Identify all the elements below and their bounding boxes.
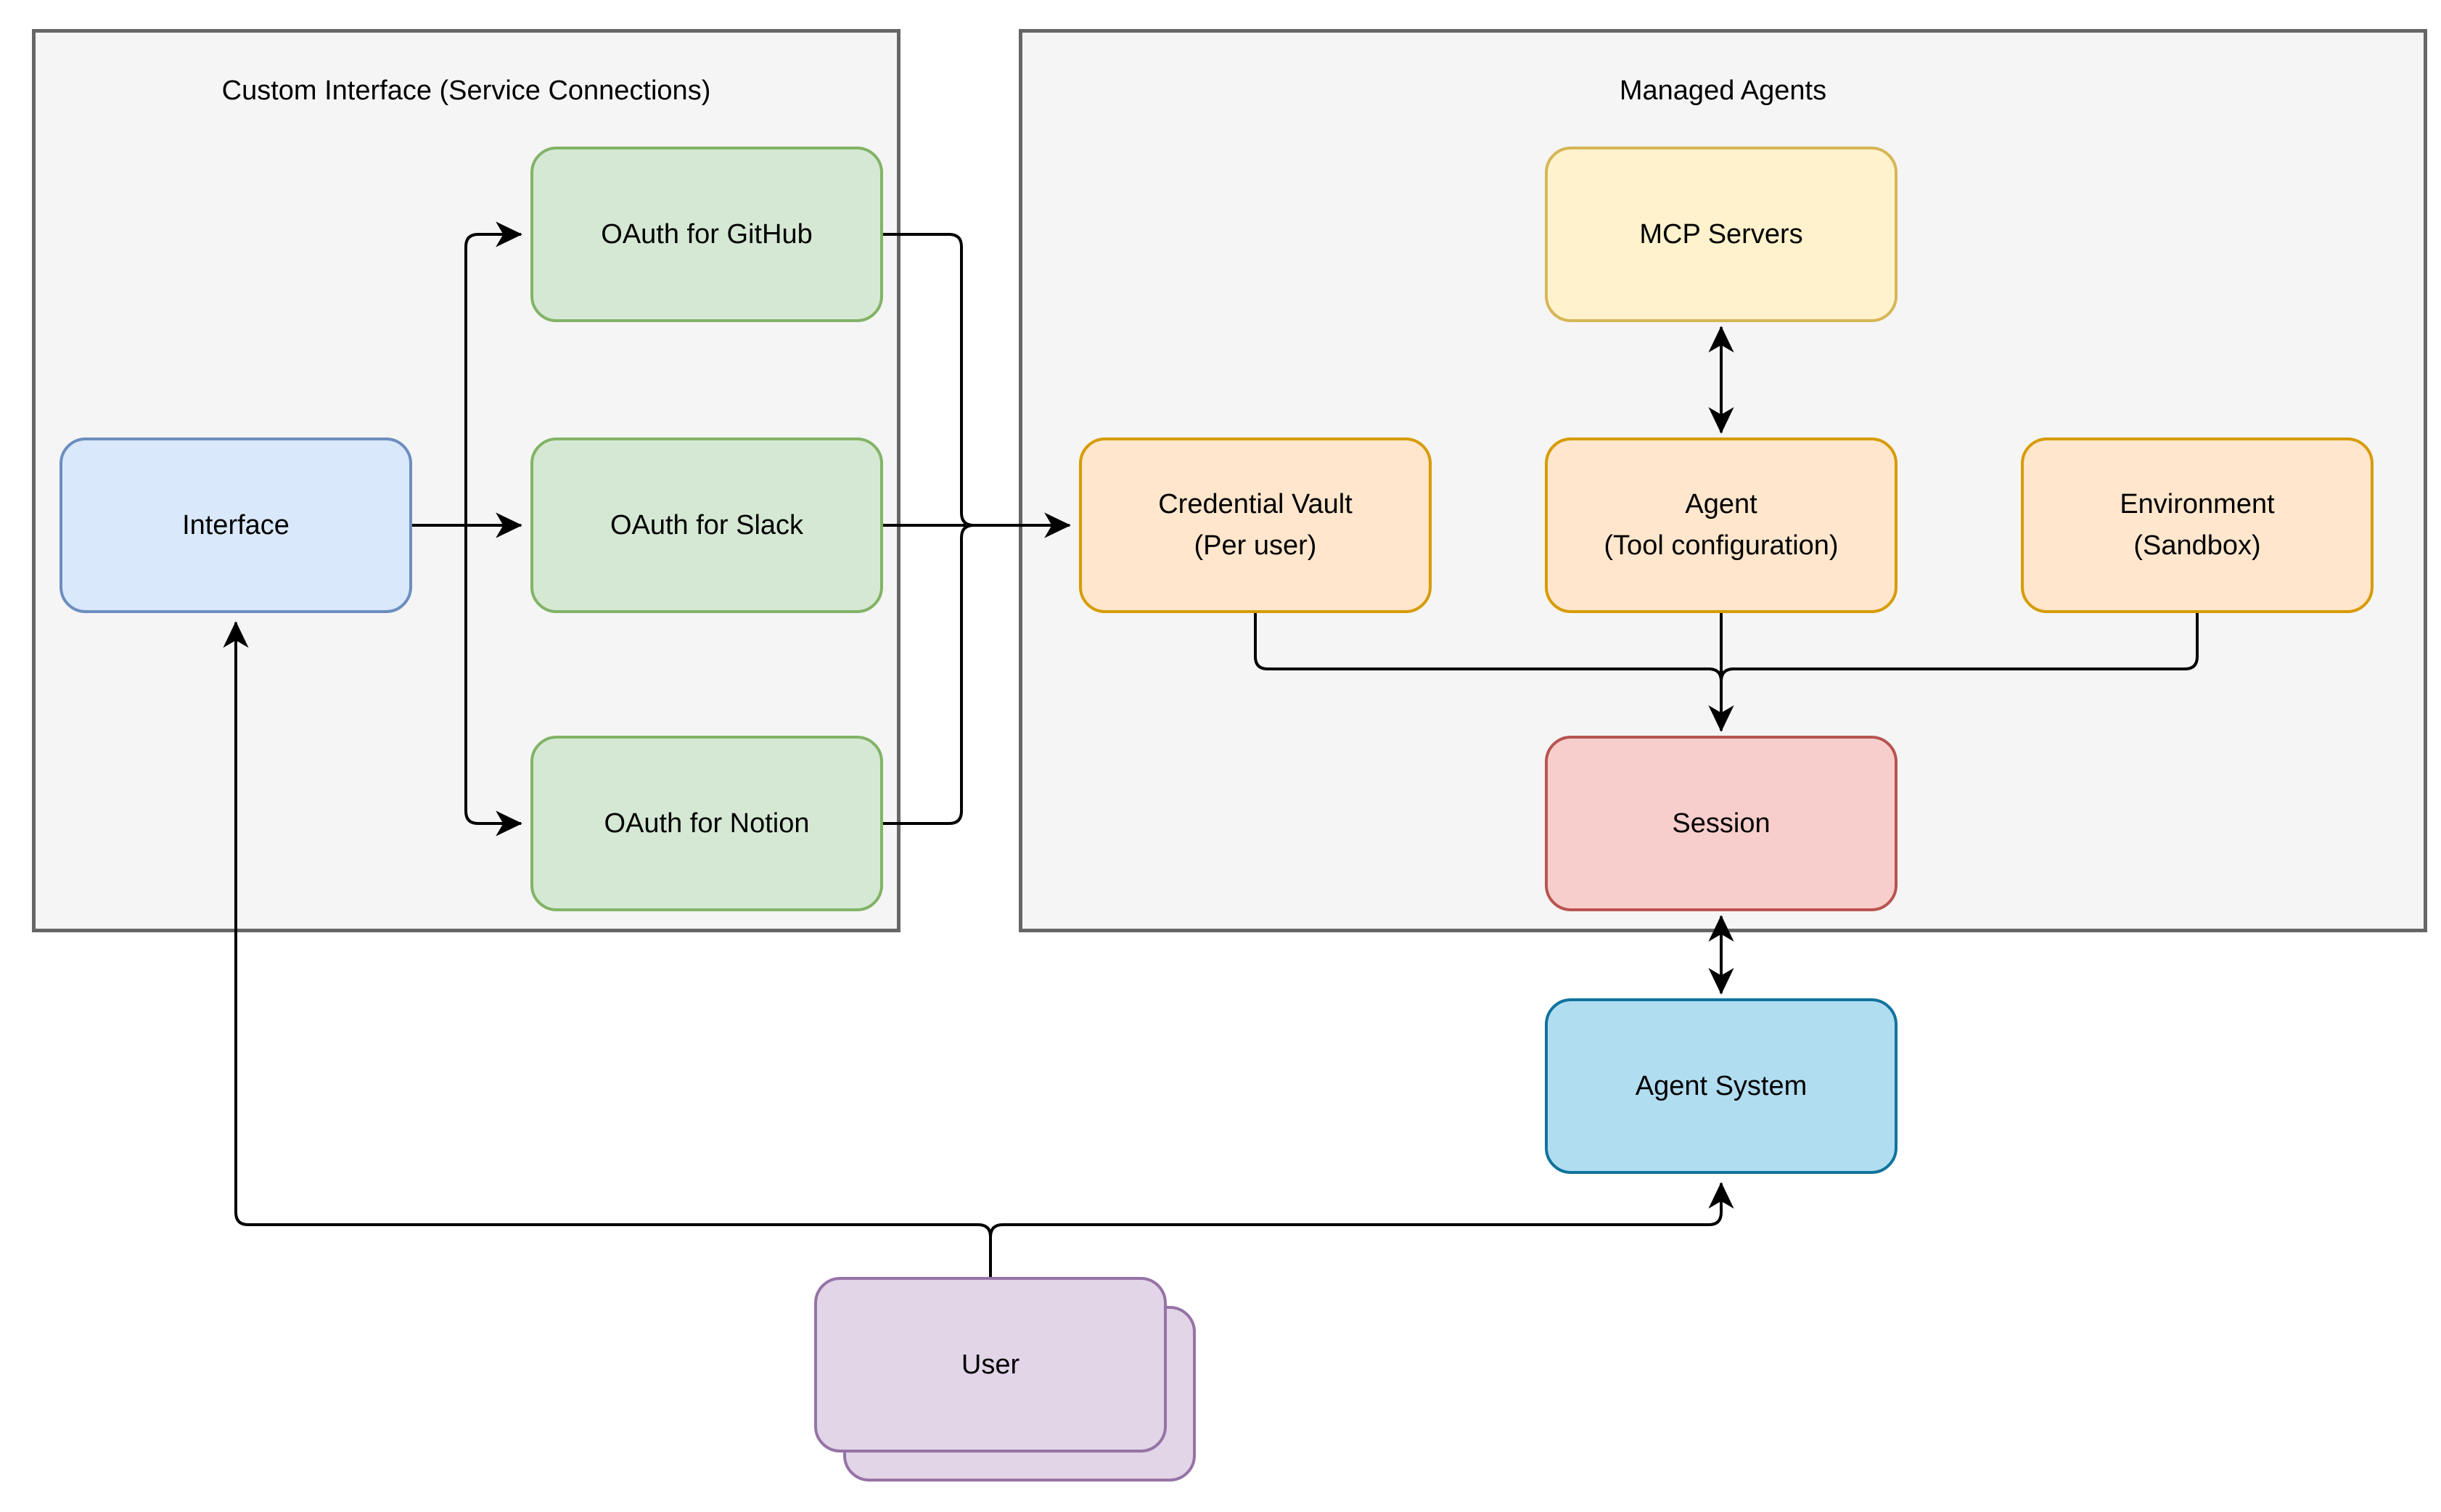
node-session-label: Session xyxy=(1672,808,1771,839)
node-oauth-slack-label: OAuth for Slack xyxy=(610,509,804,541)
node-oauth-notion-label: OAuth for Notion xyxy=(604,808,810,839)
node-oauth-notion: OAuth for Notion xyxy=(530,736,883,911)
node-agent: Agent (Tool configuration) xyxy=(1545,437,1898,613)
node-mcp-servers: MCP Servers xyxy=(1545,147,1898,322)
node-environment-label-line1: Environment xyxy=(2120,489,2275,519)
node-credential-vault-label-line1: Credential Vault xyxy=(1158,489,1353,519)
group-title-managed-agents: Managed Agents xyxy=(1619,75,1827,106)
node-credential-vault-label-line2: (Per user) xyxy=(1194,530,1317,561)
node-environment-label-line2: (Sandbox) xyxy=(2133,530,2261,561)
node-agent-label-line1: Agent xyxy=(1685,489,1757,519)
node-mcp-servers-label: MCP Servers xyxy=(1639,218,1803,250)
node-interface-label: Interface xyxy=(182,509,290,541)
node-credential-vault: Credential Vault (Per user) xyxy=(1079,437,1432,613)
node-oauth-github-label: OAuth for GitHub xyxy=(601,218,813,250)
node-user-label: User xyxy=(961,1349,1020,1380)
node-oauth-slack: OAuth for Slack xyxy=(530,437,883,613)
node-environment: Environment (Sandbox) xyxy=(2021,437,2374,613)
node-oauth-github: OAuth for GitHub xyxy=(530,147,883,322)
node-agent-label-line2: (Tool configuration) xyxy=(1604,530,1839,561)
node-user: User xyxy=(814,1277,1167,1453)
node-session: Session xyxy=(1545,736,1898,911)
group-title-custom-interface: Custom Interface (Service Connections) xyxy=(221,75,711,106)
node-agent-system-label: Agent System xyxy=(1635,1070,1808,1101)
node-agent-system: Agent System xyxy=(1545,998,1898,1174)
edge-user-to-agent-system xyxy=(989,1182,1734,1277)
node-interface: Interface xyxy=(60,437,412,613)
